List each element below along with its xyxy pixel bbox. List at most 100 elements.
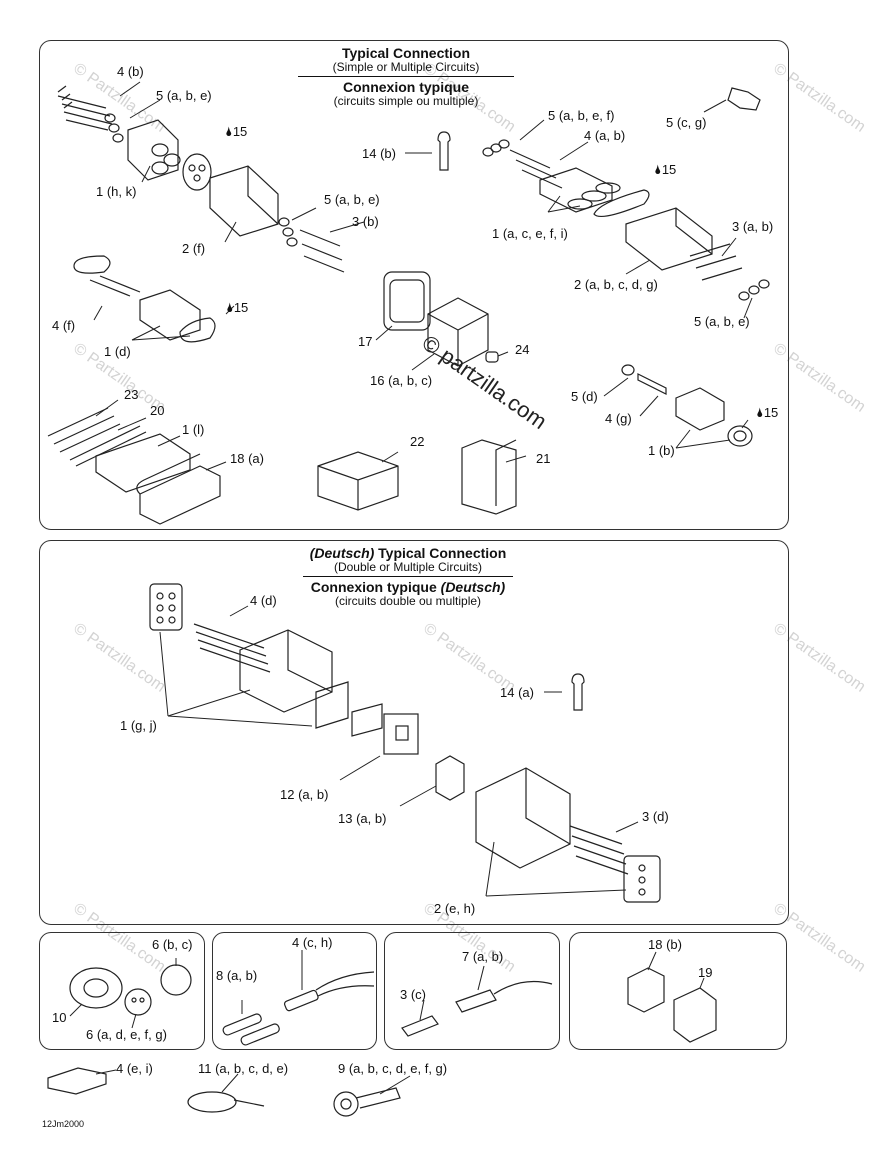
part-grommet-17 [383,271,431,331]
part-terminal-4ei [47,1067,107,1095]
label-24: 24 [515,342,530,357]
label-5cg: 5 (c, g) [666,115,707,130]
label-6adefg: 6 (a, d, e, f, g) [86,1027,167,1042]
label-4g: 4 (g) [605,411,632,426]
part-housing-19 [673,987,717,1043]
part-connector-1d [139,289,216,343]
label-2f: 2 (f) [182,241,206,256]
label-11: 11 (a, b, c, d, e) [198,1061,289,1076]
oil-drop-icon: 🌢 [756,405,764,420]
label-19: 19 [698,965,713,980]
label-13ab: 13 (a, b) [338,811,387,826]
part-seals-5abe-b [278,217,298,247]
part-seal-15b [593,189,650,217]
part-wedge-12ab [351,703,419,755]
part-connector-1l [95,433,191,493]
label-6bc: 6 (b, c) [152,937,193,952]
part-housing-18b [627,967,665,1013]
part-terminals-3b [299,229,345,273]
part-sockets-3d [569,825,629,875]
part-terminals-20 [69,425,147,467]
label-12ab: 12 (a, b) [280,787,329,802]
panel-typical-connection [39,40,789,530]
label-15-a: 🌢15 [225,124,248,139]
label-4ch: 4 (c, h) [292,935,333,950]
header-rule [298,76,514,78]
part-plug-14a [571,673,585,711]
oil-drop-icon: 🌢 [225,124,233,139]
header-title-fr-em: (Deutsch) [440,579,506,596]
part-nut-10 [69,967,123,1009]
label-3c: 3 (c) [400,987,426,1002]
header-deutsch-connection: (Deutsch) Typical Connection (Double or … [290,546,526,608]
part-cap-6bc [160,964,192,996]
label-1hk: 1 (h, k) [96,184,137,199]
part-seal-deutsch [149,583,183,631]
header-subtitle: (Simple or Multiple Circuits) [332,59,480,74]
leader-lines [69,81,753,1095]
part-seal-15a [182,153,212,191]
header-title-fr-main: Connexion typique [310,579,441,596]
label-5abe-r: 5 (a, b, e) [694,314,750,329]
label-7ab: 7 (a, b) [462,949,504,964]
header-subtitle: (Double or Multiple Circuits) [333,559,483,574]
label-4b: 4 (b) [117,64,144,79]
drawing-code: 12Jm2000 [42,1119,85,1129]
label-2abcdg: 2 (a, b, c, d, g) [574,277,658,292]
part-seal-5d [621,364,635,376]
part-plug-14b [437,131,451,171]
part-seals-5abe-c [738,279,770,301]
part-connector-1b [675,387,753,447]
part-block-21 [461,439,517,515]
label-20: 20 [150,403,165,418]
label-5d: 5 (d) [571,389,598,404]
label-23: 23 [124,387,139,402]
part-housing-2abcdg [625,207,713,271]
label-5abef: 5 (a, b, e, f) [548,108,615,123]
label-8ab: 8 (a, b) [216,968,258,983]
label-15-d: 🌢15 [756,405,779,420]
label-4ei: 4 (e, i) [116,1061,153,1076]
label-2eh: 2 (e, h) [434,901,476,916]
part-connector-1acefi [539,167,621,213]
label-15-c: 🌢15 [226,300,249,315]
part-sensor-7ab [455,981,553,1013]
header-typical-connection: Typical Connection (Simple or Multiple C… [296,46,516,108]
label-4ab: 4 (a, b) [584,128,626,143]
header-title: (Deutsch) Typical Connection [290,546,526,561]
label-14a: 14 (a) [500,685,534,700]
header-title-fr: Connexion typique (Deutsch) [290,580,526,595]
label-5abe-mid: 5 (a, b, e) [324,192,380,207]
part-seals-5abe [104,113,124,143]
part-terminal-4g [637,373,667,395]
header-title-main: Typical Connection [374,545,507,561]
label-10: 10 [52,1010,67,1025]
part-housing-2f [209,165,279,237]
label-1d: 1 (d) [104,344,131,359]
label-1l: 1 (l) [182,422,205,437]
part-ring-terminal-9 [333,1087,401,1117]
label-3ab: 3 (a, b) [732,219,774,234]
part-terminals-4b [57,85,113,131]
part-housing-18a [136,453,221,525]
label-16abc: 16 (a, b, c) [370,373,433,388]
part-terminals-5abef [482,139,563,189]
part-sleeves-8ab [222,1013,280,1046]
part-seal-deutsch-b [623,855,661,903]
label-4d: 4 (d) [250,593,277,608]
label-22: 22 [410,434,425,449]
label-9: 9 (a, b, c, d, e, f, g) [338,1061,448,1076]
label-3d: 3 (d) [642,809,669,824]
label-1gj: 1 (g, j) [120,718,157,733]
label-4f: 4 (f) [52,318,76,333]
header-title-em: (Deutsch) [309,545,375,561]
part-housing-deutsch-2eh [475,767,571,869]
header-rule [303,576,513,578]
part-wedge-13ab [435,755,465,801]
label-21: 21 [536,451,551,466]
label-1b: 1 (b) [648,443,675,458]
panel-deutsch-connection [39,540,789,925]
label-17: 17 [358,334,373,349]
part-terminals-23 [47,407,121,453]
